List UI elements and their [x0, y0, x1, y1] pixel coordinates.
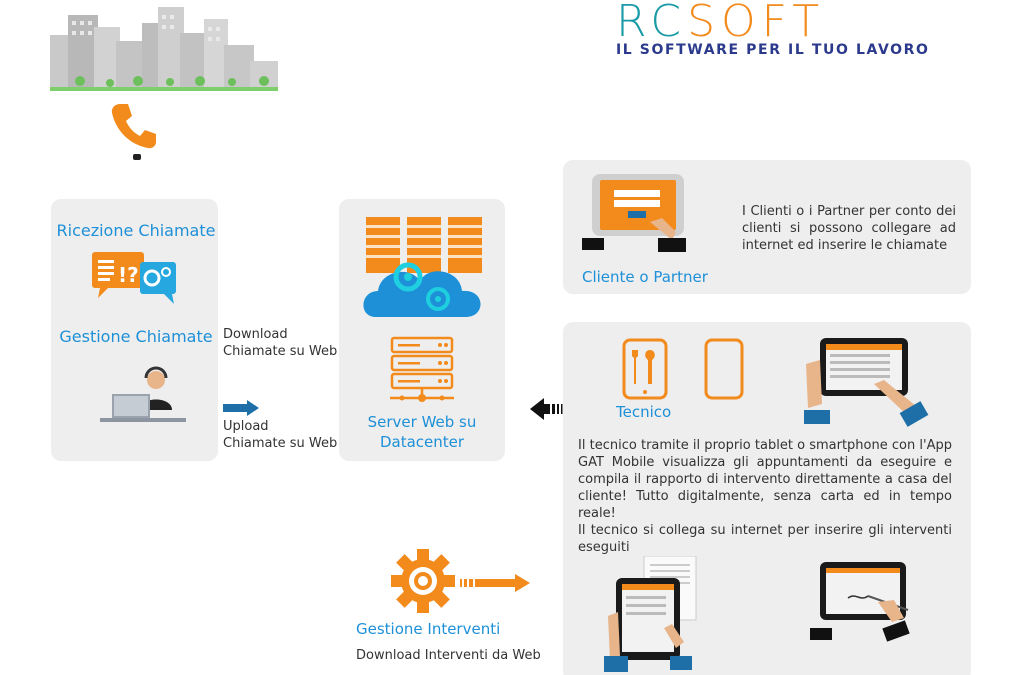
server-rack-icon [388, 336, 456, 406]
upload-label-line2: Chiamate su Web [223, 436, 338, 451]
city-skyline-icon [50, 5, 280, 93]
call-reception-title: Ricezione Chiamate [56, 221, 216, 240]
call-management-title: Gestione Chiamate [59, 327, 213, 346]
upload-arrow-icon [223, 400, 259, 416]
phone-icon [108, 100, 160, 152]
tablet-form-icon [600, 555, 704, 674]
svg-text:!?: !? [118, 263, 139, 287]
smartphone-icon [704, 338, 744, 400]
server-label-line1: Server Web su [367, 413, 477, 431]
technician-title: Tecnico [616, 403, 672, 421]
tablet-hands-icon [580, 170, 690, 260]
signal-dot-icon [133, 154, 141, 160]
client-description: I Clienti o i Partner per conto dei clie… [742, 204, 956, 253]
gear-icon [390, 548, 456, 614]
chat-bubbles-icon: !? [92, 250, 178, 306]
interventions-subtitle: Download Interventi da Web [356, 648, 541, 663]
download-label-line2: Chiamate su Web [223, 344, 338, 359]
back-arrow-icon [530, 398, 564, 420]
upload-label-line1: Upload [223, 419, 269, 434]
server-label-line2: Datacenter [379, 433, 465, 451]
tablet-signature-icon [808, 558, 918, 648]
technician-internet-note: Il tecnico si collega su internet per in… [578, 523, 952, 555]
logo-text-soft: SOFT [687, 0, 826, 47]
logo-tagline: IL SOFTWARE PER IL TUO LAVORO [616, 42, 930, 58]
smartphone-tools-icon [622, 338, 668, 400]
operator-icon [100, 364, 186, 426]
server-cloud-icon [362, 215, 486, 323]
technician-description: Il tecnico tramite il proprio tablet o s… [578, 438, 952, 521]
download-label-line1: Download [223, 327, 288, 342]
interventions-title: Gestione Interventi [356, 620, 501, 638]
tablet-touch-icon [800, 334, 930, 428]
client-title: Cliente o Partner [582, 268, 708, 286]
orange-arrow-icon [460, 574, 530, 592]
